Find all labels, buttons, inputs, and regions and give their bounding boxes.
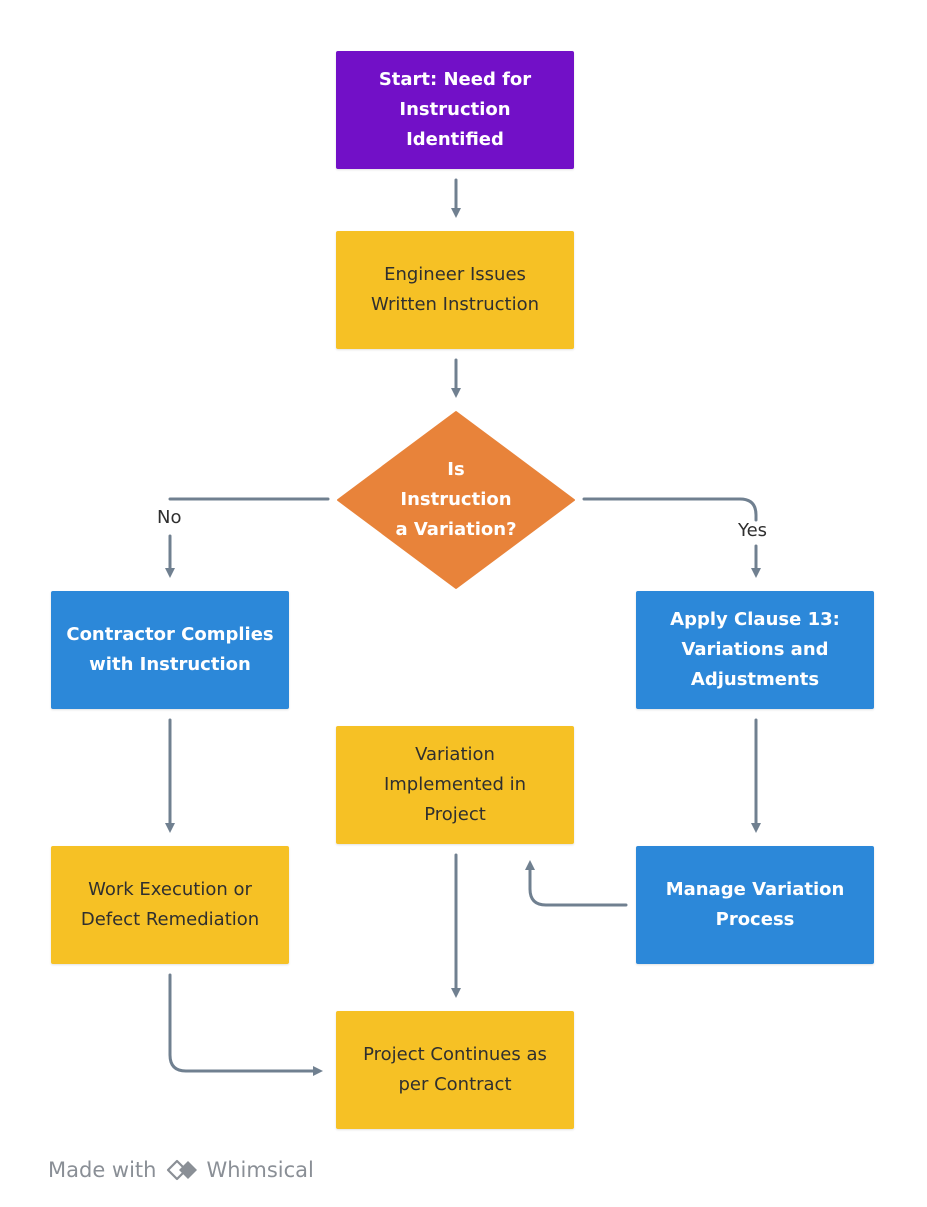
- edge-manage-to-implemented: [525, 860, 628, 907]
- start-node[interactable]: Start: Need for Instruction Identified: [336, 51, 574, 169]
- manage-variation-node[interactable]: Manage Variation Process: [636, 846, 874, 964]
- edge-label-yes: Yes: [738, 520, 768, 541]
- engineer-issues-instruction-node[interactable]: Engineer Issues Written Instruction: [336, 231, 574, 349]
- edge-label-no: No: [157, 507, 182, 528]
- variation-implemented-node[interactable]: Variation Implemented in Project: [336, 726, 574, 844]
- whimsical-logo-icon: [167, 1159, 198, 1181]
- whimsical-footer[interactable]: Made with Whimsical: [48, 1155, 314, 1185]
- work-execution-node[interactable]: Work Execution or Defect Remediation: [51, 846, 289, 964]
- edge-decision-yes: [582, 497, 758, 522]
- project-continues-node[interactable]: Project Continues as per Contract: [336, 1011, 574, 1129]
- apply-clause-13-node[interactable]: Apply Clause 13: Variations and Adjustme…: [636, 591, 874, 709]
- made-with-text: Made with: [48, 1158, 157, 1182]
- decision-label: Is Instruction a Variation?: [395, 459, 517, 540]
- decision-diamond-shape: [337, 411, 575, 589]
- contractor-complies-node[interactable]: Contractor Complies with Instruction: [51, 591, 289, 709]
- variation-decision-node[interactable]: Is Instruction a Variation?: [336, 410, 576, 590]
- edge-execution-to-continues: [168, 973, 323, 1076]
- whimsical-brand-text: Whimsical: [206, 1158, 314, 1182]
